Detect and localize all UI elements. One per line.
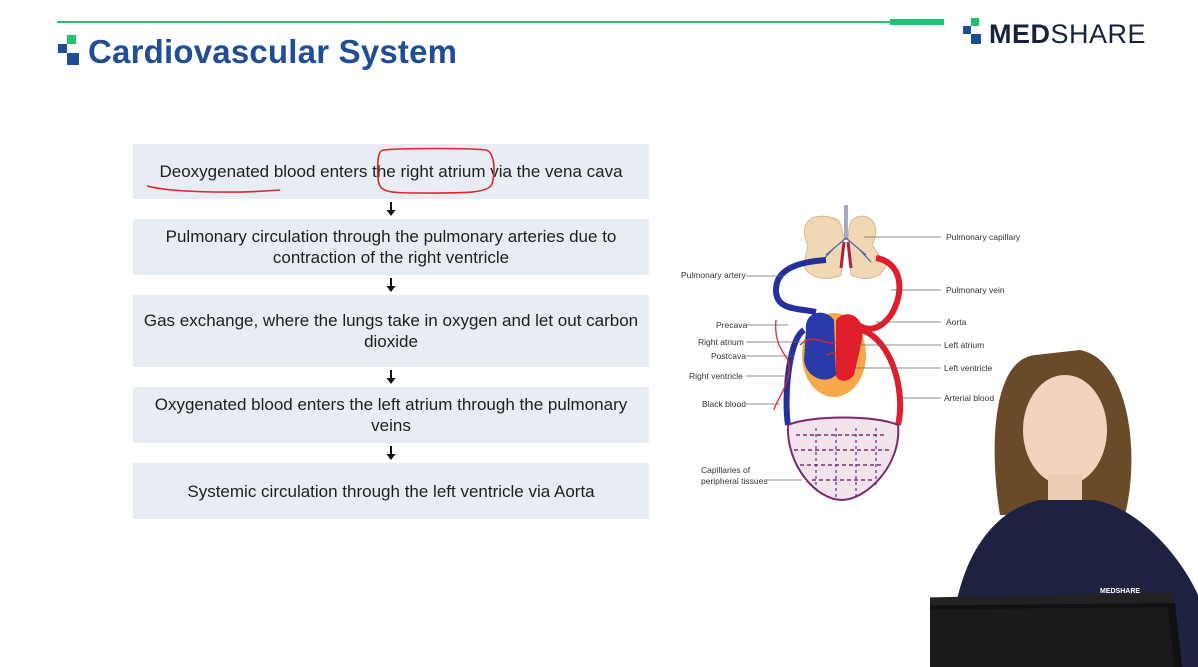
label-pulmonary-artery: Pulmonary artery (681, 270, 746, 280)
flow-step-2-text: Pulmonary circulation through the pulmon… (165, 227, 617, 267)
label-left-atrium: Left atrium (944, 340, 984, 350)
flow-step-2: Pulmonary circulation through the pulmon… (133, 219, 649, 275)
page-title: Cardiovascular System (88, 33, 458, 70)
medshare-logo: MEDSHARE (963, 18, 1146, 50)
label-aorta: Aorta (946, 317, 967, 327)
label-capillaries-line2: peripheral tissues (701, 476, 768, 486)
label-left-ventricle: Left ventricle (944, 363, 992, 373)
logo-wordmark: MEDSHARE (989, 18, 1147, 49)
slide-title: Cardiovascular System (58, 33, 457, 71)
label-arterial-blood: Arterial blood (944, 393, 994, 403)
label-capillaries-line1: Capillaries of (701, 465, 751, 475)
capillary-network (786, 416, 900, 502)
label-pulmonary-vein: Pulmonary vein (946, 285, 1005, 295)
flow-step-5: Systemic circulation through the left ve… (133, 463, 649, 519)
flow-step-1: Deoxygenated blood enters the right atri… (133, 144, 649, 199)
presenter-video: MEDSHARE (930, 350, 1198, 667)
pen-annotation (799, 338, 857, 357)
header-rule (57, 21, 890, 23)
pulmonary-artery (772, 257, 827, 315)
shirt-logo: MEDSHARE (1100, 588, 1140, 595)
flow-step-4: Oxygenated blood enters the left atrium … (133, 387, 649, 443)
circulation-diagram: Pulmonary artery Precava Right atrium Po… (681, 205, 1021, 502)
lungs-icon (803, 205, 887, 279)
flow-step-5-text: Systemic circulation through the left ve… (187, 481, 595, 501)
title-logo-mark-icon (58, 35, 84, 69)
underline-annotation (146, 185, 281, 193)
flow-arrow-icon (133, 275, 649, 295)
header-rule-accent (890, 19, 944, 25)
heart-icon (802, 312, 866, 397)
label-postcava: Postcava (711, 351, 746, 361)
aorta (860, 327, 904, 426)
circle-annotation (376, 147, 495, 194)
medshare-logo-mark-icon (963, 18, 987, 50)
pen-annotation (773, 319, 790, 411)
label-right-ventricle: Right ventricle (689, 371, 743, 381)
flow-step-3: Gas exchange, where the lungs take in ox… (133, 295, 649, 367)
flow-step-4-text: Oxygenated blood enters the left atrium … (154, 395, 628, 435)
label-black-blood: Black blood (702, 399, 746, 409)
presenter-face (1023, 375, 1107, 485)
flow-step-3-text: Gas exchange, where the lungs take in ox… (143, 311, 639, 351)
label-right-atrium: Right atrium (698, 337, 744, 347)
flow-arrow-icon (133, 199, 649, 219)
flowchart: Deoxygenated blood enters the right atri… (133, 144, 649, 519)
flow-arrow-icon (133, 443, 649, 463)
flow-arrow-icon (133, 367, 649, 387)
label-pulmonary-capillary: Pulmonary capillary (946, 232, 1021, 242)
label-precava: Precava (716, 320, 747, 330)
flow-step-1-text: Deoxygenated blood enters the right atri… (159, 162, 623, 181)
